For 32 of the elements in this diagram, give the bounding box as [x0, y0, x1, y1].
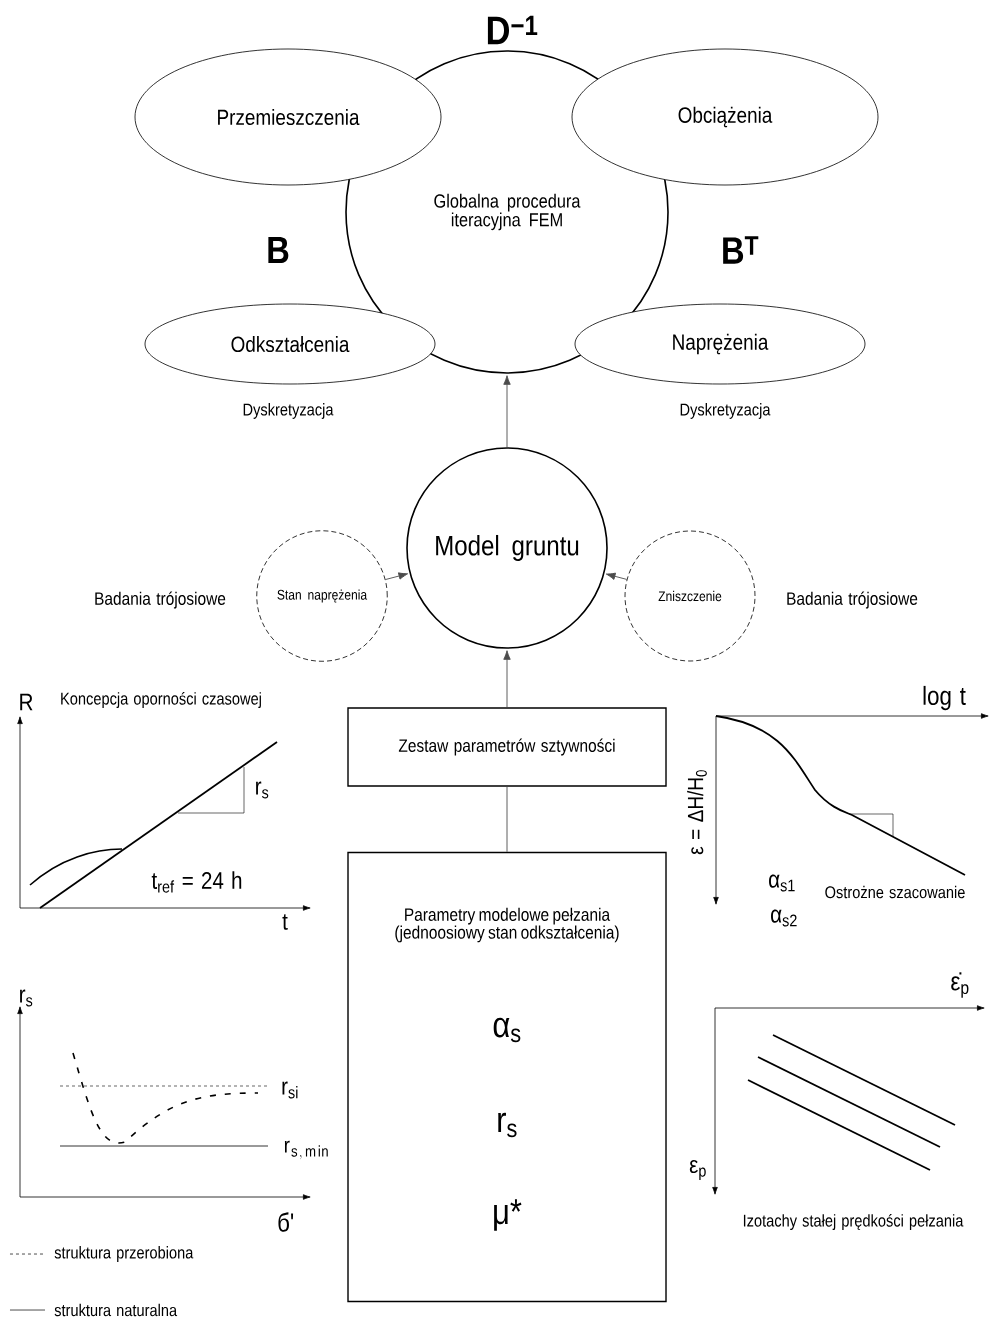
label: $\mathrm{r}_{\mathrm{s,\,min}}$	[284, 1140, 328, 1160]
label: R	[20, 693, 33, 711]
label: ε = ΔH/H$_{0}$	[687, 770, 707, 855]
label: B$^{T}$	[723, 236, 759, 264]
label: Koncepcja oporności czasowej	[61, 692, 261, 709]
node-label: Dyskretyzacja	[243, 403, 334, 419]
process-box: Parametry modelowe pełzania (jednoosiowy stan odkształcenia) α$_{s}$ r$_{s}$ μ*	[347, 851, 667, 1303]
label: r$_{si}$	[282, 1081, 298, 1099]
label: ε̇$_{p}$	[951, 972, 969, 998]
label: D$^{−1}$	[487, 15, 538, 45]
arrow	[503, 650, 511, 708]
legend-text: struktura przerobiona	[54, 1246, 194, 1262]
arrow	[385, 572, 409, 580]
label: α$_{s2}$	[771, 909, 797, 927]
label: Izotachy stałej prędkości pełzania	[743, 1214, 964, 1231]
label: t$_{ref}$ = 24 h	[151, 871, 242, 893]
legend-text: struktura naturalna	[54, 1303, 178, 1317]
process-box: Zestaw parametrów sztywności	[347, 707, 667, 787]
label: t	[282, 914, 288, 930]
arrow	[605, 572, 628, 580]
arrow	[503, 375, 511, 448]
label: r$_{s}$	[256, 781, 269, 799]
label: log t	[923, 685, 966, 711]
label: α$_{s1}$	[769, 874, 795, 892]
label: r$_{s}$	[20, 989, 33, 1007]
node-label: Badania trójosiowe	[787, 591, 918, 609]
label: Ostrożne szacowanie	[825, 885, 965, 899]
node-label: Dyskretyzacja	[680, 403, 771, 419]
label: ε$_{p}$	[689, 1159, 706, 1181]
label: б'	[278, 1212, 294, 1232]
label: B	[268, 236, 289, 264]
node-label: Badania trójosiowe	[95, 591, 226, 609]
